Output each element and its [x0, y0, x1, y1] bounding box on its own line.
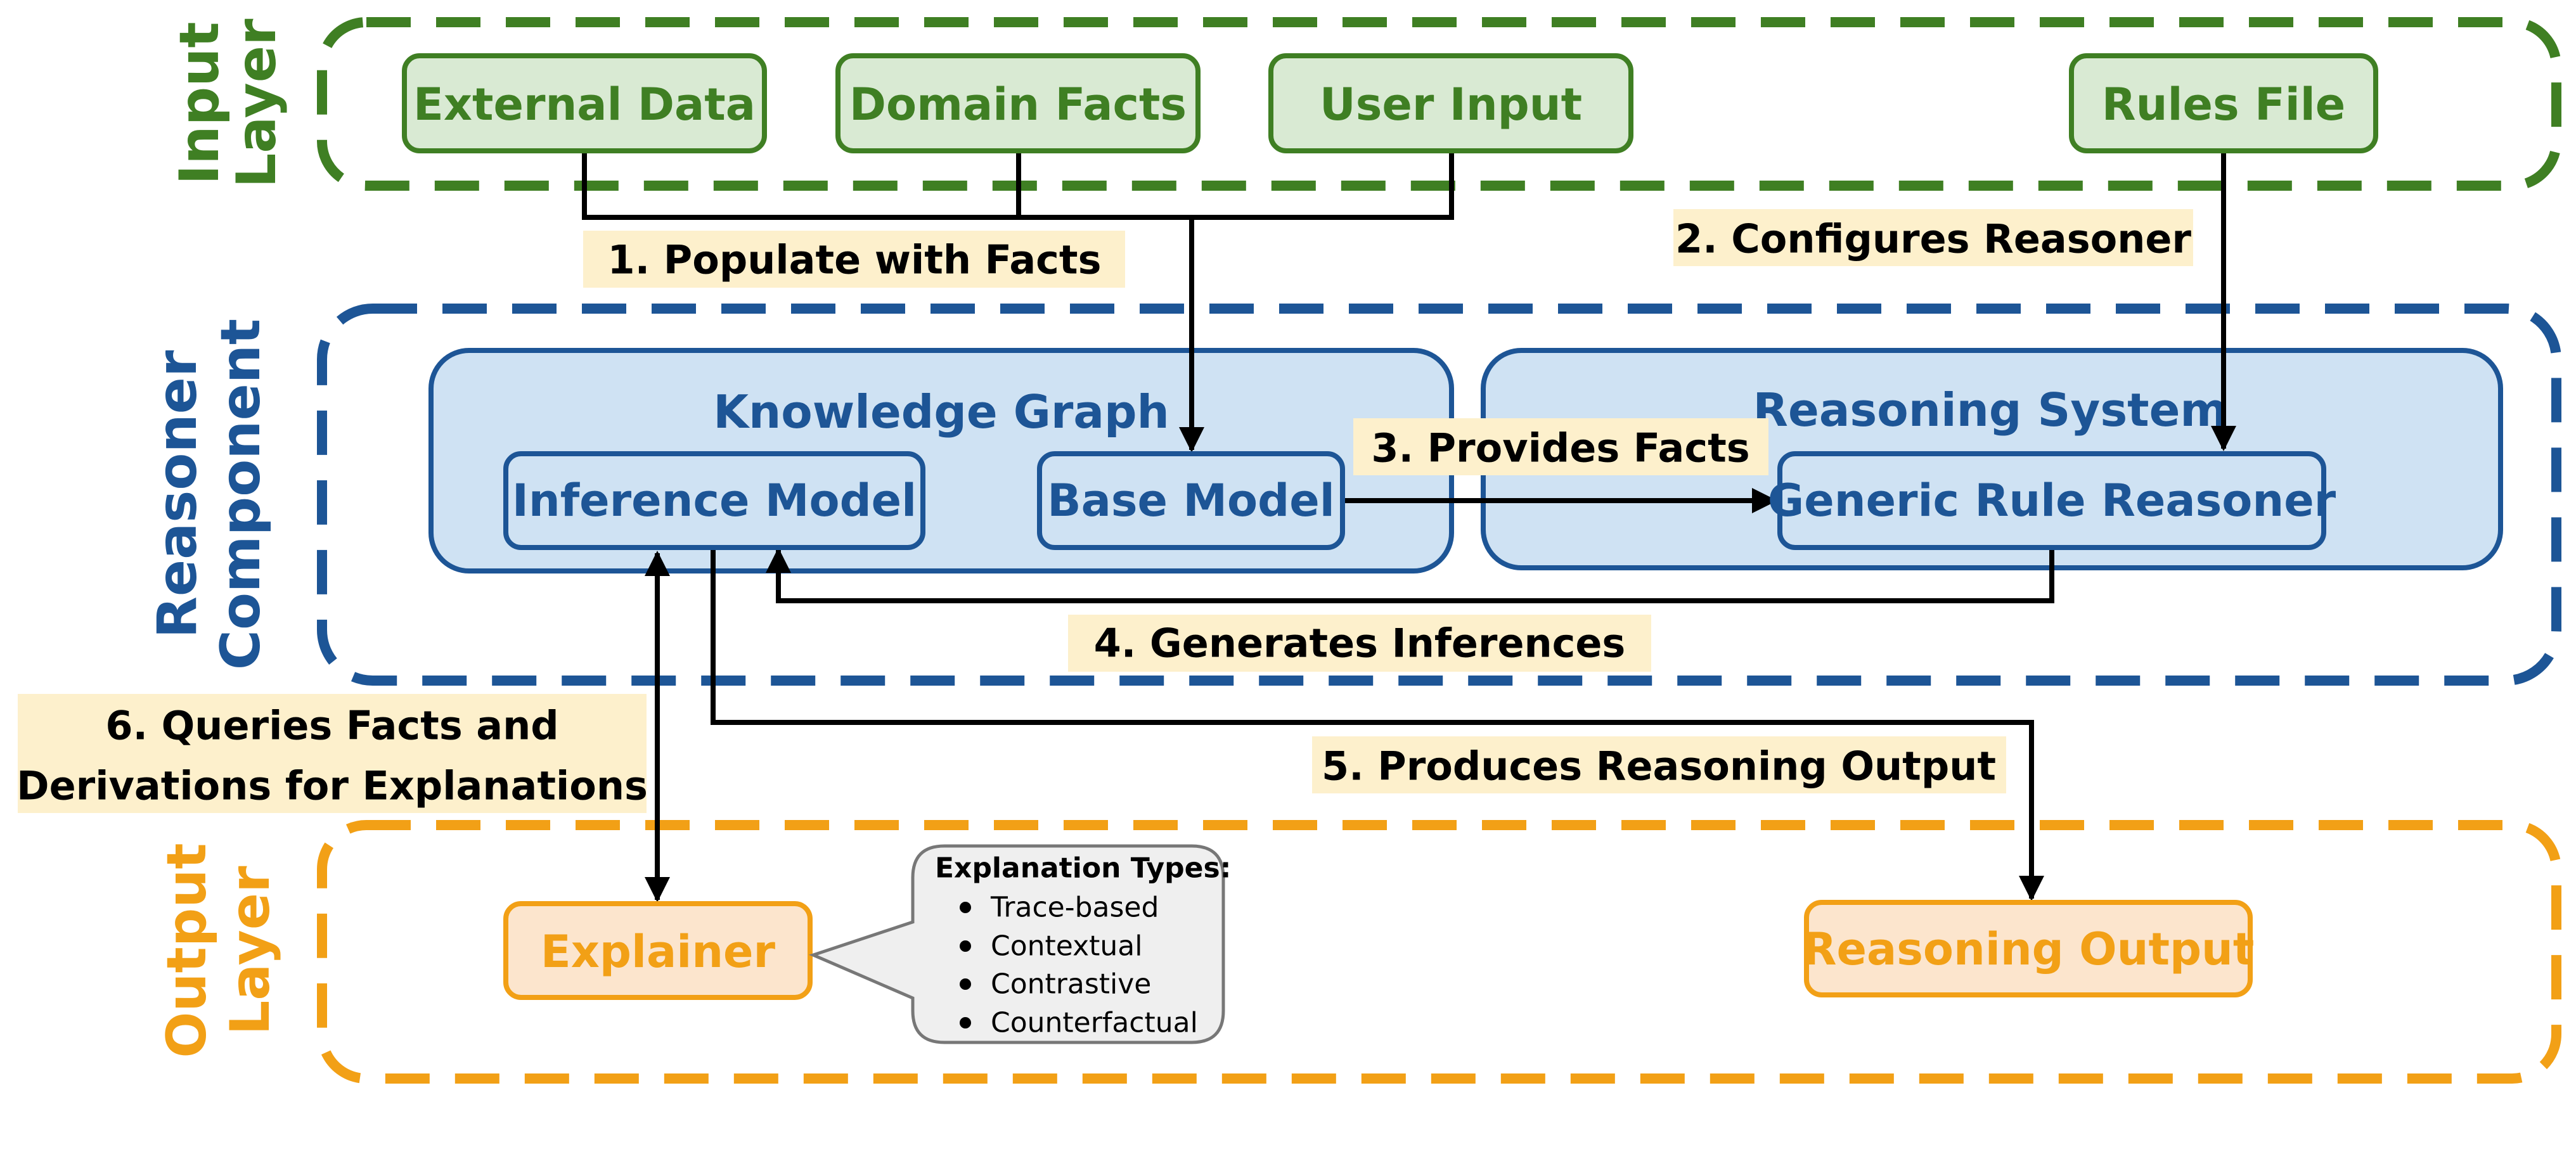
svg-text:Explainer: Explainer	[541, 926, 776, 978]
explanation-type-item: Contrastive	[991, 968, 1151, 1001]
edge-label-populate: 1. Populate with Facts	[583, 231, 1125, 288]
svg-text:Input: Input	[168, 22, 231, 184]
user-input-node[interactable]: User Input	[1268, 53, 1633, 153]
svg-text:Derivations for Explanations: Derivations for Explanations	[16, 763, 648, 809]
svg-text:Reasoning Output: Reasoning Output	[1803, 923, 2255, 975]
edge-label-configures: 2. Configures Reasoner	[1673, 209, 2193, 266]
connectors	[582, 151, 2236, 902]
knowledge-graph-title: Knowledge Graph	[713, 385, 1169, 439]
edge-label-queries: 6. Queries Facts and Derivations for Exp…	[16, 694, 648, 813]
edge-user-input	[1192, 151, 1454, 220]
reasoner-layer-container	[317, 304, 2561, 686]
svg-text:Rules File: Rules File	[2102, 79, 2346, 131]
reasoning-output-node[interactable]: Reasoning Output	[1803, 900, 2255, 997]
edge-external-data	[582, 151, 1192, 220]
svg-text:Reasoner: Reasoner	[146, 350, 209, 638]
svg-text:Component: Component	[209, 319, 273, 670]
reasoner-component-title: Reasoner Component	[146, 319, 273, 670]
edge-label-produces: 5. Produces Reasoning Output	[1312, 736, 2006, 793]
explanation-type-item: Counterfactual	[991, 1007, 1198, 1039]
bullet-icon	[960, 902, 971, 913]
output-layer-title: Output Layer	[155, 843, 282, 1058]
svg-text:2. Configures Reasoner: 2. Configures Reasoner	[1675, 216, 2191, 262]
rules-file-node[interactable]: Rules File	[2069, 53, 2378, 153]
input-layer-container	[317, 17, 2561, 191]
svg-text:User Input: User Input	[1320, 79, 1582, 131]
explanation-types-bubble: Explanation Types: Trace-based Contextua…	[808, 844, 1231, 1044]
svg-text:External Data: External Data	[413, 79, 756, 131]
svg-text:4. Generates Inferences: 4. Generates Inferences	[1094, 620, 1626, 667]
svg-text:Generic Rule Reasoner: Generic Rule Reasoner	[1768, 475, 2336, 527]
svg-text:Domain Facts: Domain Facts	[849, 79, 1187, 131]
svg-text:Layer: Layer	[219, 866, 282, 1035]
svg-text:1. Populate with Facts: 1. Populate with Facts	[608, 237, 1102, 283]
base-model-node[interactable]: Base Model	[1037, 451, 1345, 550]
explanation-types-title: Explanation Types:	[935, 852, 1231, 885]
svg-text:Output: Output	[155, 843, 219, 1058]
inference-model-node[interactable]: Inference Model	[503, 451, 925, 550]
edge-generates-arrow	[766, 546, 2054, 603]
svg-text:6. Queries Facts and: 6. Queries Facts and	[105, 703, 558, 749]
explainer-node[interactable]: Explainer	[503, 901, 813, 1000]
explanation-type-item: Contextual	[991, 930, 1142, 963]
edge-label-generates: 4. Generates Inferences	[1068, 615, 1651, 672]
edge-produces-arrow	[711, 546, 2044, 901]
domain-facts-node[interactable]: Domain Facts	[835, 53, 1201, 153]
svg-text:3. Provides Facts: 3. Provides Facts	[1371, 425, 1749, 471]
external-data-node[interactable]: External Data	[402, 53, 767, 153]
svg-text:Layer: Layer	[225, 18, 288, 188]
explanation-types-list: Trace-based Contextual Contrastive Count…	[960, 892, 1198, 1039]
bullet-icon	[960, 978, 971, 990]
output-layer-container	[317, 820, 2561, 1084]
svg-text:5. Produces Reasoning Output: 5. Produces Reasoning Output	[1322, 743, 1996, 790]
explanation-type-item: Trace-based	[990, 892, 1159, 924]
svg-text:Base Model: Base Model	[1047, 475, 1334, 527]
bullet-icon	[960, 940, 971, 952]
edge-label-provides: 3. Provides Facts	[1353, 418, 1768, 475]
generic-rule-reasoner-node[interactable]: Generic Rule Reasoner	[1768, 451, 2336, 550]
input-layer-title: Input Layer	[168, 18, 288, 188]
bullet-icon	[960, 1017, 971, 1028]
reasoning-system-title: Reasoning System	[1753, 383, 2228, 437]
svg-text:Inference Model: Inference Model	[512, 475, 917, 527]
